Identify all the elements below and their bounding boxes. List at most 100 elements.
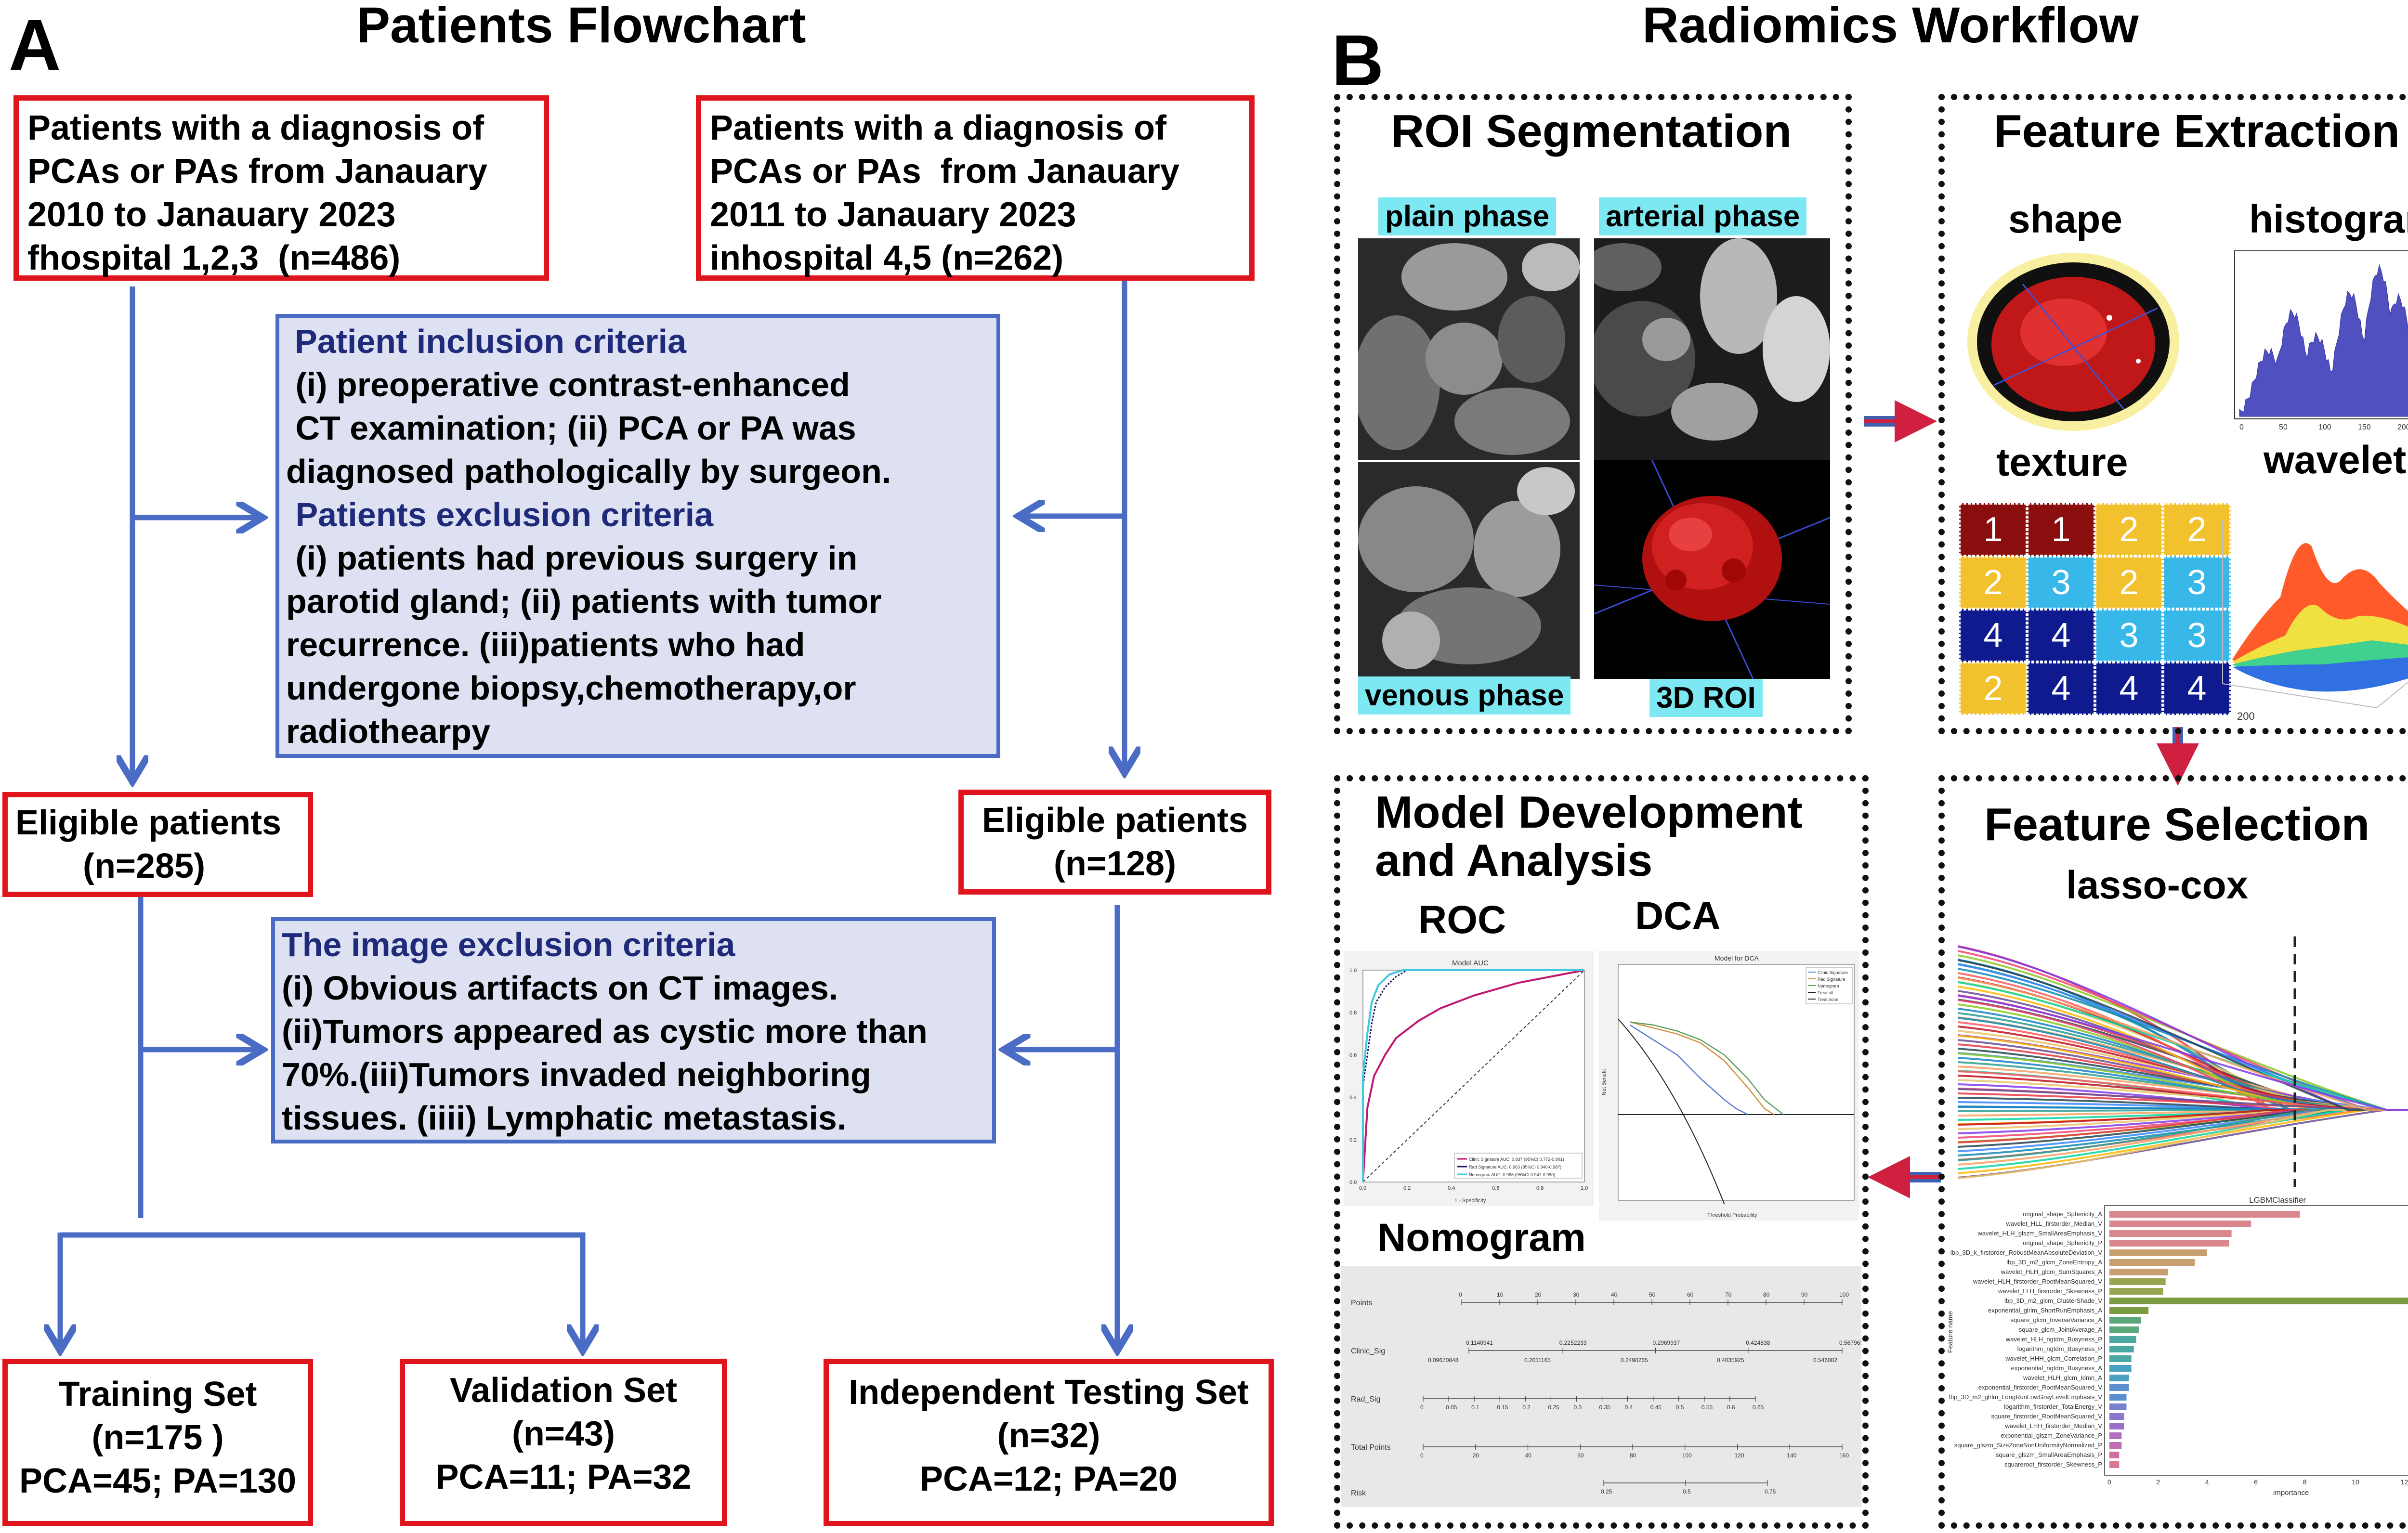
nomogram-total-tick: 140	[1787, 1452, 1796, 1459]
nomogram-clinic-top-tick: 0.1140941	[1466, 1339, 1493, 1346]
eligible-left-box: Eligible patients (n=285)	[2, 792, 313, 897]
dca-curve	[1629, 1024, 1749, 1116]
roc-y-tick: 0.0	[1349, 1180, 1357, 1185]
feature-name-label: wavelet_LLH_firstorder_Skewness_P	[1998, 1287, 2102, 1295]
feature-name-label: wavelet_HLL_firstorder_Median_V	[2006, 1220, 2103, 1227]
lasso-coefficient-path	[1958, 1109, 2408, 1170]
dca-legend-label: Nomogram	[1818, 984, 1839, 988]
feature-name-label: square_firstorder_RootMeanSquared_V	[1991, 1413, 2102, 1420]
histogram-tick: 50	[2279, 423, 2288, 431]
lasso-coefficient-path	[1958, 1109, 2408, 1152]
feature-name-label: square_glszm_SmallAreaEmphasis_P	[1996, 1451, 2102, 1458]
dca-legend-label: Treat all	[1818, 990, 1833, 995]
feature-name-label: square_glszm_SizeZoneNonUniformityNormal…	[1954, 1442, 2102, 1449]
nomogram-rad-tick: 0.65	[1753, 1404, 1764, 1411]
inclusion-criteria-line: (i) preoperative contrast-enhanced	[286, 366, 850, 403]
feature-importance-bar	[2109, 1249, 2207, 1256]
feature-importance-bar	[2109, 1317, 2141, 1324]
source-left-line: fhospital 1,2,3 (n=486)	[27, 239, 401, 277]
roi-3d-label: 3D ROI	[1649, 679, 1763, 717]
feature-name-label: lbp_3D_m2_glcm_ClusterShade_V	[2004, 1297, 2102, 1304]
lasso-coefficient-path	[1958, 1109, 2408, 1143]
nomogram-rad-tick: 0.6	[1727, 1404, 1735, 1411]
venous-phase-label: venous phase	[1358, 676, 1571, 715]
importance-tick: 6	[2254, 1478, 2258, 1486]
nomogram-clinic-top-tick: 0.424838	[1746, 1339, 1770, 1346]
testing-set-count: (n=32)	[997, 1416, 1100, 1455]
dca-label: DCA	[1635, 894, 1721, 938]
nomogram-clinic-top-tick: 0.2252233	[1559, 1339, 1587, 1346]
validation-set-title: Validation Set	[449, 1371, 678, 1410]
feature-name-label: wavelet_HLH_glszm_SmallAreaEmphasis_V	[1977, 1230, 2102, 1237]
feature-name-label: exponential_firstorder_RootMeanSquared_V	[1978, 1384, 2103, 1391]
lasso-coefficient-path	[1958, 981, 2408, 1111]
nomogram-total-tick: 40	[1525, 1452, 1532, 1459]
dca-treat-all-curve	[1618, 1018, 1725, 1205]
exclusion-criteria-line: parotid gland; (ii) patients with tumor	[286, 583, 882, 620]
lasso-coefficient-path	[1958, 954, 2408, 1111]
training-set-box: Training Set (n=175 ) PCA=45; PA=130	[2, 1359, 313, 1526]
source-right-line: PCAs or PAs from Janauary	[710, 152, 1179, 191]
histogram-tick: 150	[2358, 423, 2371, 431]
feature-name-label: wavelet_HHH_glcm_Correlation_P	[2005, 1355, 2102, 1362]
lasso-coefficient-path	[1958, 959, 2408, 1111]
lasso-coefficient-path	[1958, 1109, 2408, 1179]
feature-name-label: logarithm_ngtdm_Busyness_P	[2017, 1345, 2102, 1352]
roc-legend-box	[1454, 1153, 1583, 1179]
texture-cell: 3	[2027, 556, 2095, 609]
lasso-coefficient-path	[1958, 1088, 2408, 1111]
roc-x-tick: 1.0	[1581, 1185, 1588, 1191]
texture-cell: 2	[1959, 556, 2027, 609]
feature-name-label: exponential_ngtdm_Busyness_A	[2011, 1364, 2103, 1372]
nomogram-rad-tick: 0.5	[1676, 1404, 1684, 1411]
dca-curve	[1630, 1021, 1775, 1116]
feature-importance-bar	[2109, 1240, 2229, 1247]
eligible-right-box: Eligible patients (n=128)	[958, 790, 1271, 895]
feature-extraction-title: Feature Extraction	[1994, 105, 2400, 157]
histogram-chart: 050100150200250	[2234, 250, 2408, 431]
wavelet-tick: 200	[2237, 710, 2255, 722]
roc-y-tick: 0.2	[1349, 1137, 1357, 1143]
feature-importance-bar	[2109, 1298, 2408, 1304]
feature-name-label: exponential_glrlm_ShortRunEmphasis_A	[1988, 1307, 2102, 1314]
feature-importance-bar	[2109, 1221, 2251, 1227]
feature-importance-bar	[2109, 1403, 2127, 1410]
nomogram-points-tick: 30	[1573, 1291, 1580, 1298]
nomogram-points-tick: 90	[1801, 1291, 1808, 1298]
flowchart-arrows	[0, 279, 1320, 1533]
source-patients-right-box: Patients with a diagnosis of PCAs or PAs…	[696, 95, 1255, 281]
nomogram-points-tick: 100	[1839, 1291, 1849, 1298]
roc-label: ROC	[1418, 898, 1506, 942]
exclusion-criteria-line: recurrence. (iii)patients who had	[286, 626, 805, 663]
inclusion-criteria-title: Patient inclusion criteria	[295, 323, 686, 360]
histogram-tick: 200	[2397, 423, 2408, 431]
nomogram-points-tick: 20	[1535, 1291, 1542, 1298]
nomogram-row-label: Total Points	[1351, 1443, 1391, 1452]
nomogram-rad-tick: 0.05	[1446, 1404, 1457, 1411]
feature-name-label: original_shape_Sphericity_P	[2023, 1239, 2102, 1247]
training-set-title: Training Set	[58, 1375, 257, 1414]
texture-cell: 4	[1959, 609, 2027, 662]
nomogram-total-tick: 80	[1630, 1452, 1636, 1459]
dca-chart-title: Model for DCA	[1714, 954, 1759, 962]
nomogram-label: Nomogram	[1377, 1216, 1586, 1260]
eligible-right-label: Eligible patients	[982, 801, 1248, 840]
dca-chart: Model for DCA Threshold Probability Net …	[1599, 951, 1859, 1221]
feature-name-label: wavelet_HLH_glcm_Idmn_A	[2023, 1374, 2102, 1381]
plain-phase-label: plain phase	[1378, 197, 1557, 236]
eligible-left-label: Eligible patients	[15, 804, 282, 842]
shape-feature-image	[1967, 253, 2179, 431]
model-development-title-line1: Model Development	[1375, 787, 1803, 837]
exclusion-criteria-line: (i) patients had previous surgery in	[286, 539, 858, 577]
nomogram-rad-tick: 0.4	[1625, 1404, 1633, 1411]
workflow-arrows	[1864, 400, 2199, 1198]
feature-name-label: wavelet_HLH_glcm_SumSquares_A	[2001, 1268, 2103, 1275]
texture-cell: 3	[2095, 609, 2163, 662]
feature-name-label: wavelet_HLH_ngtdm_Busyness_P	[2005, 1336, 2102, 1343]
eligible-right-count: (n=128)	[1053, 844, 1177, 883]
roc-y-tick: 1.0	[1349, 968, 1357, 974]
nomogram-points-tick: 60	[1687, 1291, 1694, 1298]
lasso-coefficient-path	[1958, 1109, 2408, 1161]
feature-importance-bar	[2109, 1413, 2124, 1420]
texture-cell: 4	[2027, 609, 2095, 662]
